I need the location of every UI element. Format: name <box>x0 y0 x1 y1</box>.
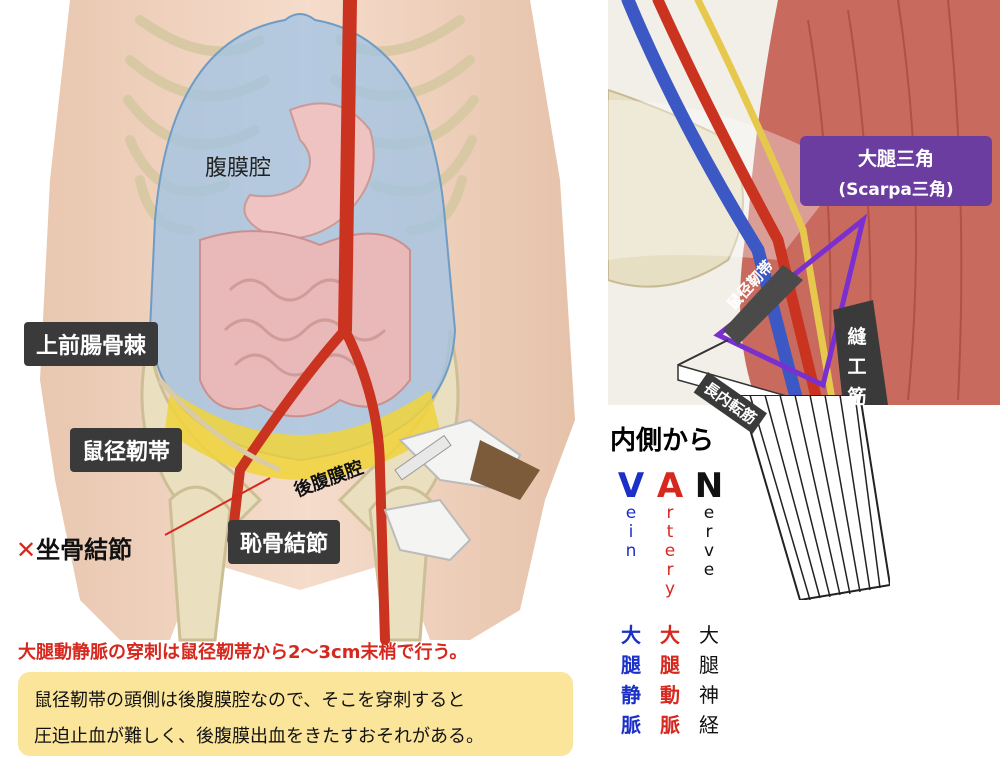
vein-letter: i <box>628 522 634 542</box>
retroperitoneal-note: 鼠径靭帯の頭側は後腹膜腔なので、そこを穿刺すると 圧迫止血が難しく、後腹膜出血を… <box>18 672 573 756</box>
vein-initial: V <box>617 466 645 506</box>
nerve-jp-char: 大 <box>699 623 719 647</box>
note-line-2: 圧迫止血が難しく、後腹膜出血をきたすおそれがある。 <box>34 726 484 747</box>
artery-jp-char: 動 <box>660 683 680 707</box>
scarpa-triangle-label: 大腿三角 (Scarpa三角) <box>800 136 992 206</box>
inguinal-ligament-band <box>723 265 803 345</box>
artery-letter: e <box>664 541 676 561</box>
ischial-tuberosity-label: ✕坐骨結節 <box>16 530 132 565</box>
nerve-letter: e <box>703 560 715 580</box>
femoral-vein-jp: 大 腿 静 脈 <box>611 620 651 740</box>
femoral-artery-jp: 大 腿 動 脈 <box>650 620 690 740</box>
nerve-letter: v <box>703 541 715 561</box>
vein-letter: n <box>625 541 637 561</box>
nerve-column: N e r v e <box>689 468 729 580</box>
pubic-tubercle-label: 恥骨結節 <box>228 520 341 564</box>
vein-jp-char: 腿 <box>621 653 641 677</box>
artery-letter: r <box>666 503 674 523</box>
nerve-jp-char: 経 <box>699 713 719 737</box>
vein-jp-char: 静 <box>621 683 641 707</box>
nerve-jp-char: 神 <box>699 683 719 707</box>
note-line-1: 鼠径靭帯の頭側は後腹膜腔なので、そこを穿刺すると <box>34 690 466 711</box>
sartorius-char-3: 筋 <box>847 386 867 408</box>
puncture-warning: 大腿動静脈の穿刺は鼠径靭帯から2〜3cm末梢で行う。 <box>18 642 468 663</box>
ischial-tuberosity-text: 坐骨結節 <box>36 536 133 564</box>
inguinal-ligament-label: 鼠径靭帯 <box>70 428 183 472</box>
artery-initial: A <box>656 466 684 506</box>
artery-letter: t <box>666 522 674 542</box>
syringe-hand <box>383 418 540 562</box>
femoral-nerve-jp: 大 腿 神 経 <box>689 620 729 740</box>
abdomen-illustration <box>40 0 575 645</box>
artery-letter: r <box>666 560 674 580</box>
pelvis-bone <box>608 88 744 288</box>
inguinal-ligament-line <box>158 378 281 473</box>
vein-jp-char: 大 <box>621 623 641 647</box>
scarpa-label-line-1: 大腿三角 <box>857 148 934 170</box>
adductor-longus-tail <box>740 395 890 600</box>
vein-jp-char: 脈 <box>621 713 641 737</box>
sartorius-char-2: 工 <box>847 356 867 378</box>
artery-jp-char: 腿 <box>660 653 680 677</box>
scarpa-label-line-2: (Scarpa三角) <box>838 180 954 200</box>
nerve-jp-char: 腿 <box>699 653 719 677</box>
artery-column: A r t e r y <box>650 468 690 599</box>
vein-column: V e i n <box>611 468 651 561</box>
asis-label: 上前腸骨棘 <box>24 322 159 366</box>
sartorius-band <box>833 300 888 405</box>
nerve-initial: N <box>694 466 724 506</box>
nerve-letter: e <box>703 503 715 523</box>
peritoneal-cavity-label: 腹膜腔 <box>205 156 272 181</box>
medial-heading: 内側から <box>610 426 715 456</box>
sartorius-label: 縫 工 筋 <box>842 322 872 412</box>
x-mark-icon: ✕ <box>16 536 37 564</box>
artery-jp-char: 脈 <box>660 713 680 737</box>
artery-letter: y <box>664 579 676 599</box>
retroperitoneum-region <box>165 390 440 480</box>
nerve-letter: r <box>705 522 713 542</box>
sartorius-char-1: 縫 <box>847 326 867 348</box>
femoral-vessels <box>621 0 837 405</box>
pointer-line <box>164 477 271 536</box>
aorta-and-iliac-arteries <box>227 0 390 645</box>
artery-jp-char: 大 <box>660 623 680 647</box>
vein-letter: e <box>625 503 637 523</box>
